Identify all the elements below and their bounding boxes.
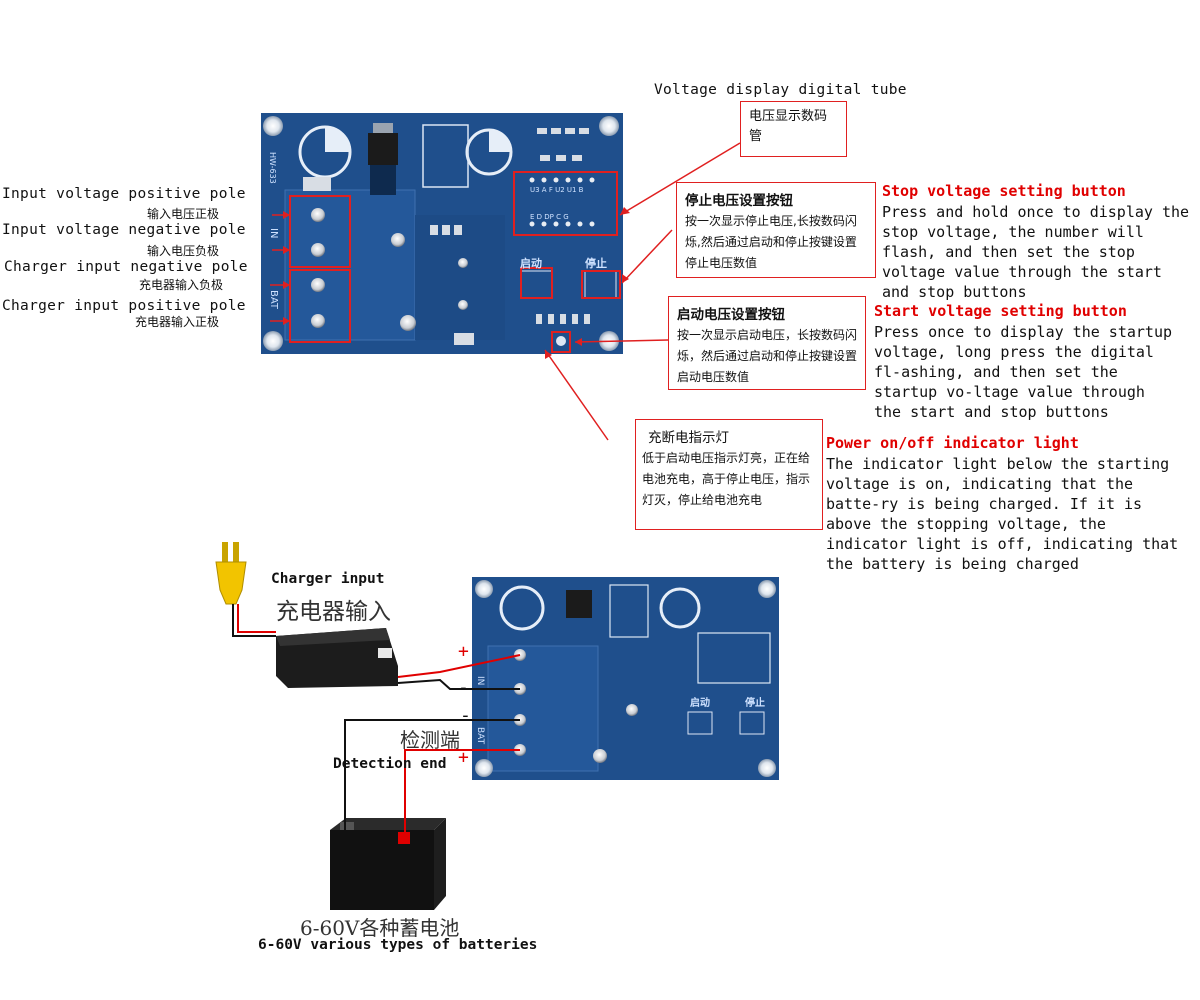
terminal-2-label-en: Input voltage negative pole [2, 222, 246, 238]
terminal-4-label-cn: 充电器输入正极 [135, 315, 220, 329]
pcb-segments-top-silk: U3 A F U2 U1 B [530, 186, 584, 194]
bottom-pcb-stop-silk: 停止 [745, 696, 765, 709]
battery [330, 818, 446, 910]
detection-label-en: Detection end [333, 756, 447, 772]
start-callout-cn-box: 启动电压设置按钮 按一次显示启动电压，长按数码闪烁，然后通过启动和停止按键设置启… [668, 296, 866, 390]
top-pcb-board [261, 113, 623, 354]
callout-leaders [270, 142, 741, 441]
terminal-1-label-en: Input voltage positive pole [2, 186, 246, 202]
battery-label-en: 6-60V various types of batteries [258, 937, 538, 953]
battery-plus-mark: + [458, 747, 469, 768]
pcb-segments-bottom-silk: E D DP C G [530, 213, 569, 221]
start-callout-cn-title: 启动电压设置按钮 [677, 307, 785, 323]
stop-callout-cn-box: 停止电压设置按钮 按一次显示停止电压,长按数码闪烁,然后通过启动和停止按键设置停… [676, 182, 876, 278]
display-label-cn: 电压显示数码管 [740, 101, 847, 157]
charger-input-label-en: Charger input [271, 571, 385, 587]
terminal-2-label-cn: 输入电压负极 [147, 244, 220, 258]
pcb-bat-silk: BAT [268, 290, 279, 310]
bottom-pcb-bat-silk: BAT [475, 727, 485, 745]
charger-plus-mark: + [458, 641, 469, 662]
start-callout-en-title: Start voltage setting button [874, 302, 1127, 320]
pcb-stop-silk: 停止 [585, 256, 607, 270]
start-callout-cn-body: 按一次显示启动电压，长按数码闪烁，然后通过启动和停止按键设置启动电压数值 [677, 328, 858, 384]
indicator-callout-cn-body: 低于启动电压指示灯亮，正在给电池充电，高于停止电压，指示灯灭，停止给电池充电 [642, 451, 811, 507]
indicator-callout-cn-box: 充断电指示灯 低于启动电压指示灯亮，正在给电池充电，高于停止电压，指示灯灭，停止… [635, 419, 823, 530]
stop-callout-en-title: Stop voltage setting button [882, 182, 1126, 200]
indicator-callout-en-title: Power on/off indicator light [826, 434, 1079, 452]
display-label-en: Voltage display digital tube [654, 82, 907, 98]
start-callout-en-body: Press once to display the startup voltag… [874, 323, 1173, 421]
bottom-pcb-in-silk: IN [475, 676, 485, 685]
terminal-3-label-cn: 充电器输入负极 [139, 278, 224, 292]
indicator-callout-cn-title: 充断电指示灯 [648, 430, 729, 446]
bottom-pcb-start-silk: 启动 [690, 696, 710, 709]
battery-minus-mark: - [460, 705, 471, 726]
pcb-in-silk: IN [268, 228, 279, 238]
stop-callout-cn-body: 按一次显示停止电压,长按数码闪烁,然后通过启动和停止按键设置停止电压数值 [685, 214, 857, 270]
wires [232, 604, 521, 832]
charger-input-label-cn: 充电器输入 [276, 599, 391, 625]
charger-minus-mark: - [458, 677, 469, 698]
terminal-4-label-en: Charger input positive pole [2, 298, 246, 314]
pcb-model-silk: HW-633 [268, 152, 277, 184]
terminal-1-label-cn: 输入电压正极 [147, 207, 220, 221]
indicator-callout-en-body: The indicator light below the starting v… [826, 455, 1179, 573]
battery-label-cn: 6-60V各种蓄电池 [300, 916, 460, 940]
terminal-3-label-en: Charger input negative pole [4, 259, 248, 275]
pcb-start-silk: 启动 [520, 256, 542, 270]
detection-label-cn: 检测端 [400, 728, 460, 752]
charger-adapter [276, 628, 398, 688]
stop-callout-cn-title: 停止电压设置按钮 [685, 193, 793, 209]
power-plug [215, 542, 247, 605]
bottom-pcb-board [472, 577, 779, 780]
stop-callout-en-body: Press and hold once to display the stop … [882, 203, 1190, 301]
